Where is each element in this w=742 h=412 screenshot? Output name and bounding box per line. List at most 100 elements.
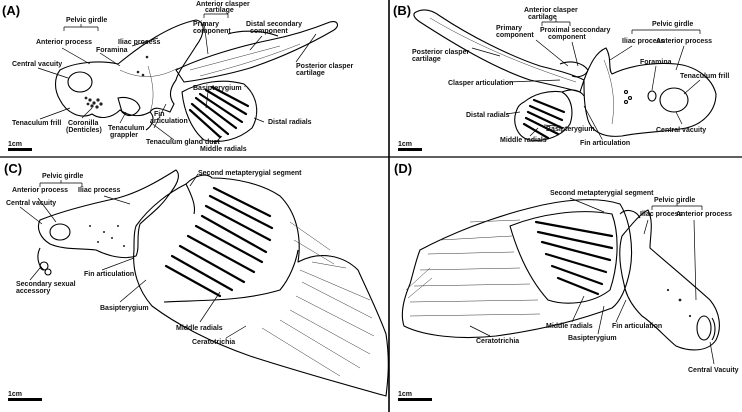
- panel-c-fin-outline: [133, 174, 389, 397]
- panel-c: (C): [4, 161, 389, 401]
- panel-b-foramina-label: Foramina: [640, 59, 672, 66]
- panel-c-central-vacuity-shape: [49, 223, 71, 241]
- panel-a-primary-component-label-1: Primary: [193, 21, 219, 28]
- panel-a-central-vacuity-shape: [67, 71, 93, 93]
- panel-b-pelvic-girdle-drawing: [583, 47, 717, 137]
- panel-b-label: (B): [393, 3, 411, 18]
- panel-b-scale-label: 1cm: [398, 141, 412, 148]
- panel-a-posterior-clasper-label-1: Posterior clasper: [296, 63, 353, 70]
- panel-a-tenaculum-grappler-label-1: Tenaculum: [108, 125, 144, 132]
- panel-b-primary-component-label-1: Primary: [496, 25, 522, 32]
- panel-c-basipterygium-label: Basipterygium: [100, 305, 149, 312]
- panel-a-distal-radials-label: Distal radials: [268, 119, 312, 126]
- panel-b-clasper-articulation-label: Clasper articulation: [448, 80, 513, 87]
- panel-d-middle-radials: [534, 220, 614, 296]
- panel-a-anterior-clasper-label-2: cartilage: [205, 7, 234, 14]
- panel-c-fin-articulation-label: Fin articulation: [84, 271, 134, 278]
- panel-b-central-vacuity-label: Central vacuity: [656, 127, 706, 134]
- panel-a-fin-articulation-label-2: articulation: [150, 118, 188, 125]
- panel-a-coronilla-denticles: [84, 96, 103, 109]
- panel-a-distal-secondary-label-2: component: [250, 28, 288, 35]
- panel-d-label: (D): [394, 161, 412, 176]
- panel-c-ceratotrichia: [261, 221, 375, 377]
- panel-a-foramina-label: Foramina: [96, 47, 128, 54]
- panel-a-iliac-process-label: Iliac process: [118, 39, 161, 46]
- panel-c-anterior-process-label: Anterior process: [12, 187, 68, 194]
- panel-d-ceratotrichia-label: Ceratotrichia: [476, 338, 519, 345]
- panel-c-scale-label: 1cm: [8, 391, 22, 398]
- panel-d-central-vacuity-label: Central Vacuity: [688, 367, 739, 374]
- panel-c-middle-radials: [164, 186, 274, 298]
- panel-a-tenaculum-grappler-label-2: grappler: [110, 132, 138, 139]
- panel-b-middle-radials: [522, 98, 566, 140]
- panel-a-coronilla-label-1: Coronilla: [68, 120, 98, 127]
- panel-c-second-metapterygial-label: Second metapterygial segment: [198, 170, 302, 177]
- panel-b-pelvic-girdle-label: Pelvic girdle: [652, 21, 693, 28]
- panel-b-central-vacuity-shape: [659, 87, 689, 113]
- panel-c-middle-radials-label: Middle radials: [176, 325, 223, 332]
- panel-c-pelvic-girdle-drawing: [37, 169, 179, 259]
- panel-d-iliac-process-label: Iliac process: [640, 211, 683, 218]
- panel-a-radial-fan: [181, 80, 258, 143]
- panel-b-anterior-clasper-label-1: Anterior clasper: [524, 7, 578, 14]
- panel-b-middle-radials-label: Middle radials: [500, 137, 547, 144]
- panel-b-radial-fan: [514, 90, 573, 141]
- panel-c-label: (C): [4, 161, 22, 176]
- panel-d-scale-bar: [398, 398, 432, 401]
- panel-c-secondary-sexual-label-1: Secondary sexual: [16, 281, 76, 288]
- panel-b-tenaculum-frill-label: Tenaculum frill: [680, 73, 729, 80]
- panel-b-scale-bar: [398, 148, 422, 151]
- panel-a-posterior-clasper-label-2: cartilage: [296, 70, 325, 77]
- panel-a-coronilla-label-2: (Denticles): [66, 127, 102, 134]
- panel-a-anterior-clasper-label-1: Anterior clasper: [196, 1, 250, 8]
- panel-b-distal-radials-label: Distal radials: [466, 112, 510, 119]
- panel-b-basipterygium-label: Basipterygium: [546, 126, 595, 133]
- panel-a-middle-radials-label: Middle radials: [200, 146, 247, 153]
- panel-d: (D): [394, 161, 739, 401]
- panel-a-scale-bar: [8, 148, 32, 151]
- panel-b-anterior-clasper-label-2: cartilage: [528, 14, 557, 21]
- panel-b-proximal-secondary-label-2: component: [548, 34, 586, 41]
- panel-c-central-vacuity-label: Central vacuity: [6, 200, 56, 207]
- panel-b-proximal-secondary-label-1: Proximal seccondary: [540, 27, 611, 34]
- panel-d-anterior-process-label: Anterior process: [676, 211, 732, 218]
- panel-d-pelvic-girdle-drawing: [619, 209, 720, 351]
- panel-b-fin-articulation-label: Fin articulation: [580, 140, 630, 147]
- panel-a-central-vacuity-label: Central vacuity: [12, 61, 62, 68]
- panel-a-fin-articulation-label-1: Fin: [154, 111, 165, 118]
- panel-b-posterior-clasper-label-2: cartilage: [412, 56, 441, 63]
- panel-a-distal-secondary-label-1: Distal secondary: [246, 21, 302, 28]
- panel-d-ceratotrichia: [405, 219, 541, 317]
- panel-d-fin-outline: [401, 199, 633, 339]
- panel-a-anterior-process-label: Anterior process: [36, 39, 92, 46]
- panel-d-second-metapterygial-label: Second metapterygial segment: [550, 190, 654, 197]
- panel-b-anterior-process-label: Anterior process: [656, 38, 712, 45]
- panel-d-pelvic-girdle-label: Pelvic girdle: [654, 197, 695, 204]
- panel-a-pelvic-girdle-drawing: [54, 19, 204, 119]
- panel-c-ceratotrichia-label: Ceratotrichia: [192, 339, 235, 346]
- panel-a-pelvic-girdle-label: Pelvic girdle: [66, 17, 107, 24]
- panel-a-middle-radials: [188, 85, 250, 139]
- panel-a-basipterygium-label: Basipterygium: [193, 85, 242, 92]
- panel-b-primary-component-label-2: component: [496, 32, 534, 39]
- panel-d-middle-radials-label: Middle radials: [546, 323, 593, 330]
- panel-b: (B): [393, 3, 729, 151]
- panel-a-primary-component-label-2: component: [193, 28, 231, 35]
- panel-b-posterior-clasper-label-1: Posterior clasper: [412, 49, 469, 56]
- panel-d-scale-label: 1cm: [398, 391, 412, 398]
- panel-a: (A): [2, 1, 353, 153]
- panel-d-fin-articulation-label: Fin articulation: [612, 323, 662, 330]
- panel-a-tenaculum-gland-duct-label: Tenaculum gland duct: [146, 139, 220, 146]
- panel-b-iliac-process-label: Iliac process: [622, 38, 665, 45]
- panel-d-central-vacuity-shape: [696, 315, 712, 341]
- panel-a-label: (A): [2, 3, 20, 18]
- panel-c-secondary-sexual-label-2: accessory: [16, 288, 50, 295]
- panel-c-iliac-process-label: Iliac process: [78, 187, 121, 194]
- panel-c-scale-bar: [8, 398, 42, 401]
- panel-a-scale-label: 1cm: [8, 141, 22, 148]
- panel-a-tenaculum-frill-label: Tenaculum frill: [12, 120, 61, 127]
- panel-a-clasper-drawing: [175, 21, 339, 83]
- panel-d-basipterygium-label: Basipterygium: [568, 335, 617, 342]
